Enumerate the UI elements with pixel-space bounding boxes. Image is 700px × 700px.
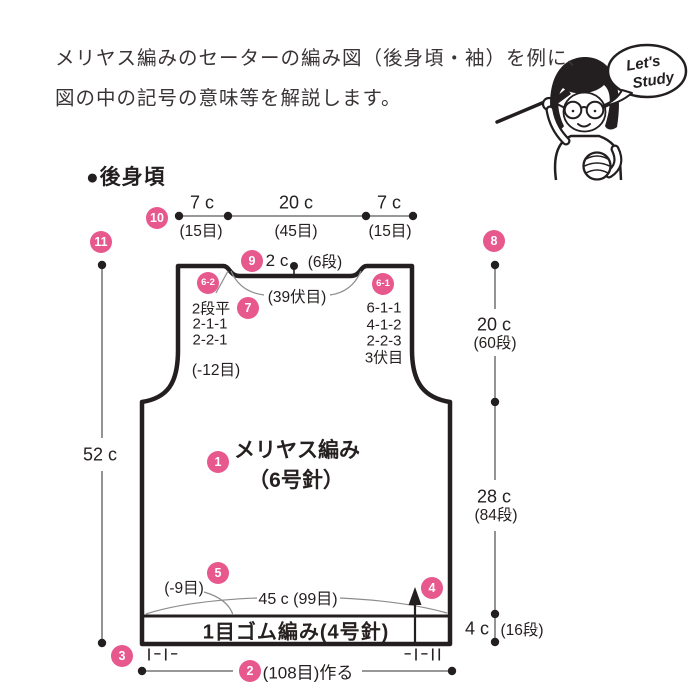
label-body-stitch: メリヤス編み — [234, 439, 360, 462]
speech-text-line1: Let's — [625, 52, 662, 74]
label-right-lower-cm: 28 c — [476, 486, 512, 507]
section-heading: ●後身頃 — [86, 166, 166, 189]
callout-6-2: 6-2 — [197, 272, 219, 294]
label-body-needle: （6号針） — [248, 469, 344, 492]
label-top-width-right-cm: 7 c — [376, 192, 402, 213]
label-rib-height-rows: (16段) — [500, 622, 544, 639]
back-piece-shape — [139, 263, 453, 647]
label-right-upper-cm: 20 c — [476, 314, 512, 335]
eye-left — [571, 109, 575, 113]
intro-line-1: メリヤス編みのセーターの編み図（後身頃・袖）を例に、 — [55, 47, 588, 70]
hair — [550, 57, 619, 130]
label-body-width: 45 c (99目) — [258, 591, 338, 608]
bent-arm — [606, 146, 621, 177]
shoulder-shaping-pointer — [215, 270, 229, 294]
label-neck-depth-cm: 2 c — [265, 251, 289, 270]
callout-5: 5 — [207, 562, 229, 584]
callout-10: 10 — [146, 207, 168, 229]
raised-arm — [547, 107, 569, 144]
label-right-shaping-3: 2-2-3 — [366, 332, 402, 350]
measurement-dots — [97, 211, 500, 676]
callout-7: 7 — [237, 297, 259, 319]
label-right-lower-rows: (84段) — [474, 507, 518, 524]
yarn-ball-strands — [584, 155, 610, 174]
label-left-shaping-1: 2段平 — [191, 300, 231, 318]
label-right-shaping-4: 3伏目 — [364, 349, 404, 367]
label-right-shaping-1: 6-1-1 — [366, 299, 402, 317]
callout-8: 8 — [483, 230, 505, 252]
callout-9: 9 — [241, 250, 263, 272]
label-top-width-center-cm: 20 c — [278, 192, 314, 213]
smile — [577, 123, 591, 128]
label-right-upper-rows: (60段) — [473, 335, 517, 352]
speech-bubble-tail — [601, 89, 633, 107]
neck-bindoff-pointer-left — [230, 270, 265, 296]
yarn-ball — [582, 151, 612, 181]
pointer-curves — [145, 270, 448, 616]
garment-outline — [139, 263, 453, 647]
callout-6-1: 6-1 — [372, 273, 394, 295]
character-illustration: Let's Study — [495, 43, 688, 181]
callout-1: 1 — [207, 451, 229, 473]
label-rib-height-cm: 4 c — [464, 618, 490, 639]
direction-arrow — [408, 587, 422, 643]
label-left-shaping-2: 2-1-1 — [192, 315, 228, 333]
row-gauge-marks-left: |−|− — [147, 647, 181, 661]
neck-bindoff-pointer-right — [329, 270, 362, 296]
decrease-pointer — [203, 591, 234, 616]
speech-bubble — [606, 43, 688, 99]
intro-line-2: 図の中の記号の意味等を解説します。 — [55, 87, 402, 110]
label-neck-bindoff: (39伏目) — [267, 289, 327, 306]
label-top-width-center-st: (45目) — [274, 223, 318, 240]
label-bottom-decrease: (-9目) — [164, 580, 204, 597]
label-top-width-left-st: (15目) — [179, 223, 223, 240]
measurement-lines — [101, 215, 496, 672]
label-right-shaping-2: 4-1-2 — [366, 316, 402, 334]
callout-2: 2 — [239, 660, 261, 682]
label-neck-rows: (6段) — [307, 254, 343, 271]
label-left-shaping-3: 2-2-1 — [192, 331, 228, 349]
callout-11: 11 — [90, 231, 112, 253]
body-width-arc-left — [145, 597, 258, 615]
label-rib-band: 1目ゴム編み(4号針) — [202, 621, 390, 644]
row-gauge-marks-right: −|−|| — [403, 647, 445, 661]
body-width-arc-right — [339, 597, 448, 614]
callout-4: 4 — [421, 577, 443, 599]
label-left-shaping-total: (-12目) — [191, 362, 241, 379]
label-top-width-left-cm: 7 c — [189, 192, 215, 213]
label-top-width-right-st: (15目) — [368, 223, 412, 240]
label-left-height: 52 c — [82, 444, 118, 465]
callout-3: 3 — [111, 645, 133, 667]
label-cast-on: (108目)作る — [262, 663, 354, 683]
speech-text-line2: Study — [631, 69, 675, 92]
eye-right — [593, 109, 597, 113]
